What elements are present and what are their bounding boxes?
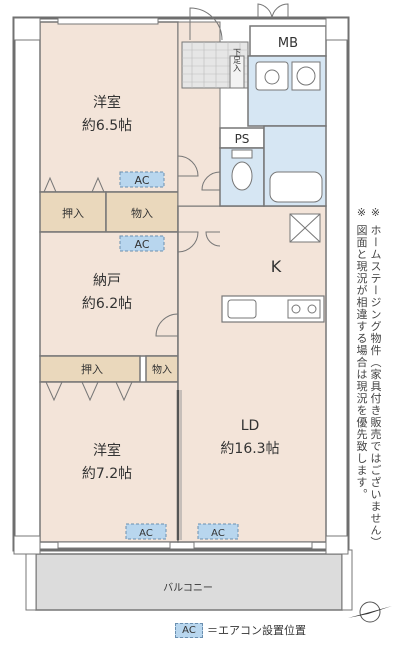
room-name: 洋室 [93, 94, 121, 111]
door-swing [115, 381, 133, 402]
room-name: 納戸 [93, 273, 121, 289]
door-swing [177, 155, 199, 177]
door-swing [155, 313, 179, 337]
ac-label: AC [139, 528, 153, 539]
ac-label: AC [211, 528, 225, 539]
pillar [325, 535, 349, 555]
room-size: 約6.5帖 [82, 118, 132, 134]
closet-label: 物入 [131, 206, 153, 220]
door-swing [177, 231, 199, 253]
window [57, 541, 171, 549]
room-western-2 [39, 381, 179, 543]
room-name: LD [241, 418, 260, 434]
door-swing [81, 381, 99, 402]
note-homestaging: ※ ホームステージング物件（家具付き販売ではございません） [369, 206, 382, 549]
legend-text: ＝エアコン設置位置 [207, 624, 306, 637]
ac-label: AC [134, 174, 149, 187]
closet-label: 押入 [81, 362, 103, 376]
balcony [35, 553, 343, 611]
kitchen-label: K [271, 257, 282, 276]
shoe-box [229, 55, 245, 89]
balcony-label: バルコニー [163, 582, 213, 594]
mb-label: MB [278, 36, 298, 51]
window [193, 541, 313, 549]
door-swing [257, 3, 273, 19]
closet-oshiire-1 [39, 191, 107, 233]
pillar [13, 535, 41, 555]
legend: AC ＝エアコン設置位置 [175, 622, 415, 638]
kitchen-sink [227, 299, 257, 319]
closet-oshiire-2 [39, 355, 141, 383]
room-size: 約16.3帖 [220, 441, 279, 457]
door-swing [45, 381, 63, 402]
entry-door-swing [189, 7, 223, 41]
closet-label: 押入 [62, 206, 84, 220]
room-ld [177, 205, 327, 543]
door-swing [201, 171, 221, 191]
toilet-icon [231, 161, 253, 191]
closet-label: 物入 [152, 363, 172, 376]
room-size: 約6.2帖 [82, 296, 132, 312]
outer-wall [12, 16, 350, 552]
bathtub-icon [269, 171, 323, 203]
room-name: 洋室 [93, 442, 121, 459]
ps-label: PS [235, 132, 250, 146]
burner-icon [307, 304, 317, 314]
mb-box [249, 25, 327, 57]
stove [287, 299, 321, 319]
window [57, 17, 159, 25]
ac-marker [119, 235, 165, 252]
closet-monoire-1 [105, 191, 179, 233]
ac-marker [119, 171, 165, 188]
ac-marker [125, 523, 167, 540]
ac-label: AC [134, 238, 149, 251]
compass-icon [348, 596, 392, 628]
ac-marker [197, 523, 239, 540]
door-swing [91, 176, 105, 193]
door-swing [205, 231, 221, 247]
legend-ac-box: AC [175, 622, 203, 638]
sink-bowl [264, 69, 280, 85]
room-storage [39, 231, 179, 357]
note-actual-condition: ※ 図面と現況が相違する場合は現況を優先致します。 [355, 206, 368, 501]
door-swing [271, 3, 289, 19]
burner-icon [291, 304, 301, 314]
pillar [13, 17, 41, 41]
closet-monoire-2 [145, 355, 179, 383]
pillar [325, 17, 349, 41]
room-size: 約7.2帖 [82, 466, 132, 482]
door-swing [43, 176, 57, 193]
shoe-box-label: 下足入 [233, 48, 242, 72]
washing-machine [291, 61, 321, 91]
